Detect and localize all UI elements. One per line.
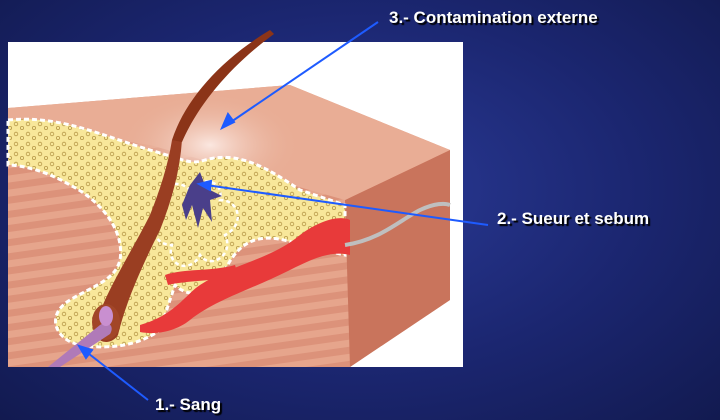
label-blood: 1.- Sang	[155, 395, 221, 415]
label-sweat-sebum: 2.- Sueur et sebum	[497, 209, 649, 229]
label-external-contamination: 3.- Contamination externe	[389, 8, 598, 28]
dermal-papilla	[99, 306, 113, 326]
